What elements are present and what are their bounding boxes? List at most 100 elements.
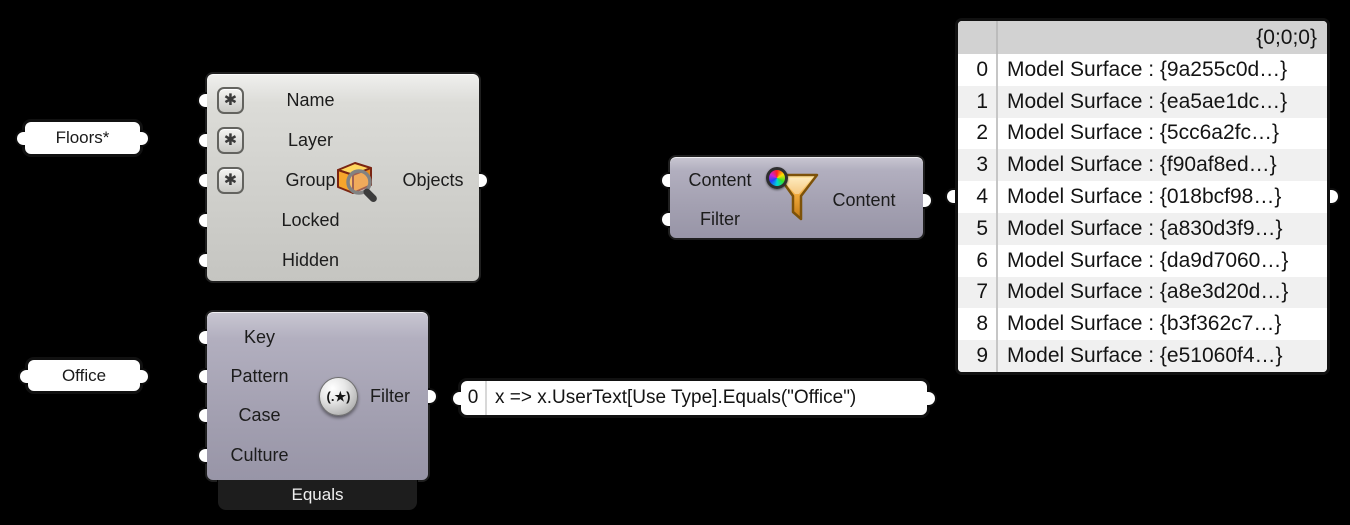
input-label: Hidden (281, 249, 340, 270)
color-wheel-icon (766, 167, 788, 189)
asterisk-icon[interactable]: ✱ (217, 166, 244, 194)
regex-star-icon: (.★) (319, 377, 358, 416)
input-grip[interactable] (18, 368, 28, 385)
panel-floors[interactable]: Floors* (15, 119, 150, 157)
row-index: 3 (958, 149, 998, 182)
row-value: Model Surface : {018bcf98…} (1007, 185, 1282, 209)
row-index: 7 (958, 276, 998, 309)
row-index: 9 (958, 340, 998, 372)
component-equals[interactable]: Key Pattern Case Culture (.★) Filter Equ… (197, 310, 438, 511)
row-index: 0 (958, 54, 998, 86)
list-item: 4 Model Surface : {018bcf98…} (958, 181, 1327, 213)
asterisk-icon[interactable]: ✱ (217, 126, 244, 154)
output-label: Objects (402, 169, 464, 190)
row-index: 1 (958, 85, 998, 118)
row-index: 8 (958, 308, 998, 341)
expression-row-index: 0 (461, 381, 487, 415)
row-index: 6 (958, 244, 998, 277)
input-grip[interactable] (197, 132, 207, 149)
input-label: Content (688, 169, 752, 190)
row-value: Model Surface : {ea5ae1dc…} (1007, 89, 1288, 113)
header-path: {0;0;0} (1256, 25, 1317, 49)
input-grip[interactable] (197, 407, 207, 424)
row-value: Model Surface : {a830d3f9…} (1007, 216, 1283, 240)
row-value: Model Surface : {e51060f4…} (1007, 344, 1283, 368)
output-grip[interactable] (479, 172, 489, 189)
input-locked: Locked (197, 200, 377, 240)
content-filter-funnel-icon (766, 167, 822, 227)
panel-expression[interactable]: 0 x => x.UserText[Use Type].Equals("Offi… (451, 378, 937, 418)
row-index: 5 (958, 212, 998, 245)
panel-floors-text: Floors* (55, 128, 110, 147)
input-case: Case (197, 395, 312, 435)
header-index-cell (958, 21, 998, 54)
row-value: Model Surface : {a8e3d20d…} (1007, 280, 1289, 304)
input-label: Filter (700, 208, 740, 229)
row-index: 4 (958, 181, 998, 213)
input-grip[interactable] (197, 329, 207, 346)
list-item: 9 Model Surface : {e51060f4…} (958, 340, 1327, 372)
input-layer: ✱ Layer (197, 120, 377, 160)
search-model-objects-icon (329, 154, 381, 206)
input-content: Content (660, 160, 770, 200)
component-nickname-bar: Equals (217, 480, 418, 511)
list-item: 8 Model Surface : {b3f362c7…} (958, 308, 1327, 341)
input-label: Layer (287, 129, 334, 150)
input-grip[interactable] (945, 188, 955, 205)
output-grip[interactable] (923, 192, 933, 209)
list-item: 1 Model Surface : {ea5ae1dc…} (958, 85, 1327, 118)
component-content-filter[interactable]: Content Filter Content (660, 155, 933, 240)
output-objects: Objects (393, 160, 473, 200)
output-grip[interactable] (428, 388, 438, 405)
row-value: Model Surface : {da9d7060…} (1007, 248, 1289, 272)
input-pattern: Pattern (197, 356, 312, 396)
input-grip[interactable] (197, 252, 207, 269)
input-culture: Culture (197, 435, 312, 475)
input-hidden: Hidden (197, 240, 377, 280)
output-label: Filter (370, 385, 410, 406)
input-name: ✱ Name (197, 80, 377, 120)
input-grip[interactable] (197, 172, 207, 189)
input-grip[interactable] (451, 390, 461, 407)
input-grip[interactable] (660, 211, 670, 228)
list-item: 0 Model Surface : {9a255c0d…} (958, 54, 1327, 86)
output-grip[interactable] (1330, 188, 1340, 205)
input-grip[interactable] (197, 92, 207, 109)
input-grip[interactable] (197, 447, 207, 464)
input-grip[interactable] (660, 172, 670, 189)
list-item: 6 Model Surface : {da9d7060…} (958, 244, 1327, 277)
panel-results-list[interactable]: {0;0;0} 0 Model Surface : {9a255c0d…} 1 … (955, 18, 1330, 375)
output-grip[interactable] (140, 130, 150, 147)
output-content: Content (818, 180, 910, 220)
row-value: Model Surface : {9a255c0d…} (1007, 57, 1288, 81)
output-grip[interactable] (140, 368, 150, 385)
input-label: Key (243, 326, 276, 347)
panel-office-text: Office (61, 365, 107, 385)
list-item: 3 Model Surface : {f90af8ed…} (958, 149, 1327, 182)
row-value: Model Surface : {f90af8ed…} (1007, 153, 1277, 177)
output-filter: Filter (359, 376, 421, 416)
list-item: 5 Model Surface : {a830d3f9…} (958, 212, 1327, 245)
output-grip[interactable] (927, 390, 937, 407)
expression-text: x => x.UserText[Use Type].Equals("Office… (495, 387, 857, 408)
input-label: Case (238, 404, 281, 425)
input-filter: Filter (660, 199, 770, 239)
input-grip[interactable] (197, 212, 207, 229)
list-item: 7 Model Surface : {a8e3d20d…} (958, 276, 1327, 309)
row-value: Model Surface : {b3f362c7…} (1007, 312, 1282, 336)
input-label: Pattern (230, 365, 289, 386)
row-value: Model Surface : {5cc6a2fc…} (1007, 121, 1279, 145)
list-item: 2 Model Surface : {5cc6a2fc…} (958, 117, 1327, 150)
panel-office[interactable]: Office (18, 357, 150, 394)
asterisk-icon[interactable]: ✱ (217, 86, 244, 114)
row-index: 2 (958, 117, 998, 150)
input-group: ✱ Group (197, 160, 377, 200)
input-label: Name (286, 89, 335, 110)
input-key: Key (197, 317, 312, 357)
component-nickname: Equals (291, 485, 344, 504)
input-grip[interactable] (15, 130, 25, 147)
input-grip[interactable] (197, 368, 207, 385)
list-path-header: {0;0;0} (958, 21, 1327, 54)
component-query-model-objects[interactable]: ✱ Name ✱ Layer ✱ Group Locked Hidden (197, 72, 489, 283)
